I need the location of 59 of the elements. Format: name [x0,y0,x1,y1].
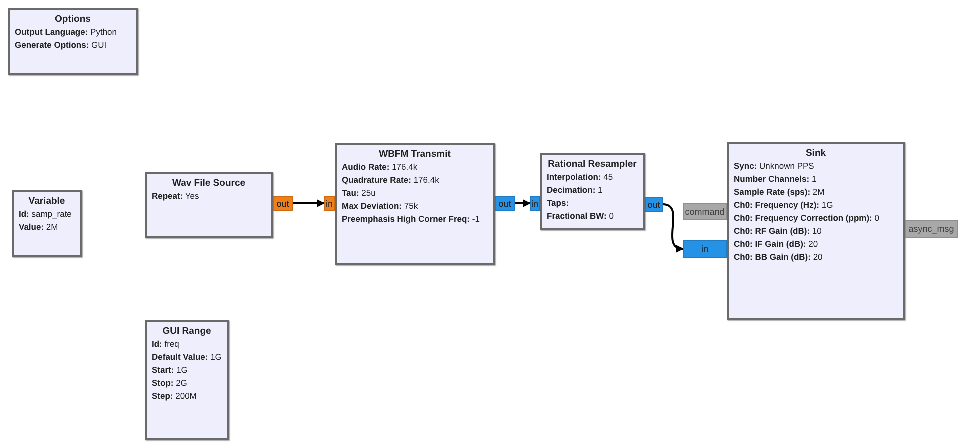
block-box [727,142,905,320]
block-box [540,153,645,230]
parameter-text: Ch0: Frequency Correction (ppm): 0 [734,212,880,225]
parameter-text: Quadrature Rate: 176.4k [342,174,440,187]
port-tab [530,196,540,211]
port-tab [495,196,515,211]
block-box [145,320,229,440]
parameter-text: Id: samp_rate [19,208,73,221]
parameter-text: Start: 1G [152,364,189,377]
parameter-text: Tau: 25u [342,187,377,200]
port-tab [273,196,293,211]
parameter-text: Id: freq [152,338,180,351]
block-title: Variable [28,195,66,208]
block-title: Sink [804,147,828,160]
block-box [335,143,495,265]
port-tab [324,196,335,211]
parameter-text: Taps: [547,197,570,210]
port-tab [683,203,727,220]
parameter-text: Ch0: IF Gain (dB): 20 [734,238,820,251]
parameter-text: Repeat: Yes [152,190,200,203]
parameter-text: Stop: 2G [152,377,188,390]
port-label: in [701,244,708,254]
port-label: async_msg [908,224,954,234]
arrow [662,204,684,252]
parameter-text: Interpolation: 45 [547,171,614,184]
parameter-text: Fractional BW: 0 [547,210,615,223]
parameter-text: Sync: Unknown PPS [734,160,816,173]
parameter-text: Number Channels: 1 [734,173,818,186]
parameter-text: Default Value: 1G [152,351,222,364]
arrow [293,200,325,208]
block-title: GUI Range [162,325,212,338]
parameter-text: Decimation: 1 [547,184,604,197]
parameter-text: Generate Options: GUI [15,39,108,52]
port-tab [683,240,727,258]
port-label: command [685,206,725,216]
parameter-text: Ch0: RF Gain (dB): 10 [734,225,823,238]
port-label: in [531,198,538,208]
block-box [145,172,273,238]
parameter-text: Sample Rate (sps): 2M [734,186,826,199]
block-title: Rational Resampler [547,158,638,171]
parameter-text: Step: 200M [152,390,198,403]
port-tab [905,220,958,238]
block-title: Options [54,13,92,26]
parameter-text: Preemphasis High Corner Freq: -1 [342,213,481,226]
block-title: WBFM Transmit [378,148,452,161]
port-label: out [276,198,290,208]
parameter-text: Value: 2M [19,221,60,234]
arrow [515,200,531,208]
block-box [12,190,82,257]
block-title: Wav File Source [171,177,247,190]
parameter-text: Output Language: Python [15,26,118,39]
parameter-text: Ch0: BB Gain (dB): 20 [734,251,824,264]
parameter-text: Ch0: Frequency (Hz): 1G [734,199,834,212]
port-label: out [498,198,512,208]
port-label: in [326,198,333,208]
parameter-text: Max Deviation: 75k [342,200,420,213]
parameter-text: Audio Rate: 176.4k [342,161,419,174]
port-label: out [648,200,660,210]
block-box [8,8,138,75]
